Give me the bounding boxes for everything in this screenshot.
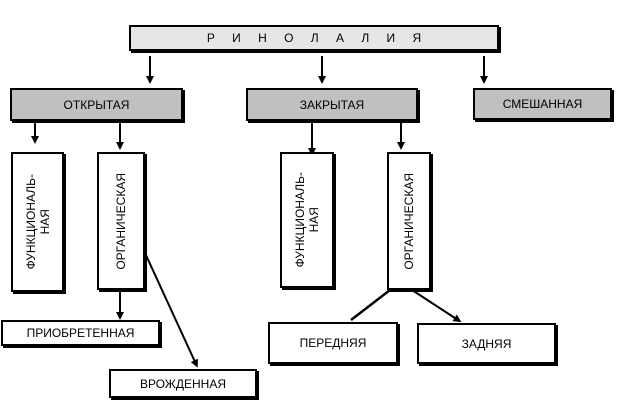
node-congenital: ВРОЖДЕННАЯ (109, 369, 257, 398)
node-open-functional: ФУНКЦИОНАЛЬ- НАЯ (11, 152, 64, 292)
node-posterior: ЗАДНЯЯ (417, 323, 556, 364)
node-open-organic-label: ОРГАНИЧЕСКАЯ (114, 172, 128, 270)
line-organic-to-anterior (350, 289, 391, 321)
node-closed-organic-label: ОРГАНИЧЕСКАЯ (402, 172, 416, 270)
node-open-organic: ОРГАНИЧЕСКАЯ (97, 152, 145, 290)
root-label: Р И Н О Л А Л И Я (206, 31, 429, 45)
node-congenital-label: ВРОЖДЕННАЯ (139, 376, 227, 391)
arrow-organic-to-congenital (144, 252, 198, 368)
root-node: Р И Н О Л А Л И Я (129, 25, 499, 51)
node-mixed-label: СМЕШАННАЯ (502, 97, 583, 111)
node-closed-functional: ФУНКЦИОНАЛЬ- НАЯ (280, 152, 334, 288)
arrow-organic-to-posterior (411, 289, 462, 323)
node-closed-functional-label: ФУНКЦИОНАЛЬ- НАЯ (293, 172, 321, 268)
node-anterior-label: ПЕРЕДНЯЯ (299, 336, 367, 350)
node-anterior: ПЕРЕДНЯЯ (268, 322, 398, 364)
node-closed-organic: ОРГАНИЧЕСКАЯ (387, 152, 431, 290)
node-mixed: СМЕШАННАЯ (473, 88, 612, 120)
node-acquired-label: ПРИОБРЕТЕННАЯ (26, 326, 135, 340)
node-open: ОТКРЫТАЯ (10, 88, 183, 121)
node-posterior-label: ЗАДНЯЯ (461, 336, 512, 351)
node-open-label: ОТКРЫТАЯ (63, 97, 130, 112)
node-open-functional-label: ФУНКЦИОНАЛЬ- НАЯ (23, 174, 52, 270)
node-closed: ЗАКРЫТАЯ (246, 88, 418, 121)
node-acquired: ПРИОБРЕТЕННАЯ (1, 320, 160, 346)
node-closed-label: ЗАКРЫТАЯ (299, 97, 365, 112)
